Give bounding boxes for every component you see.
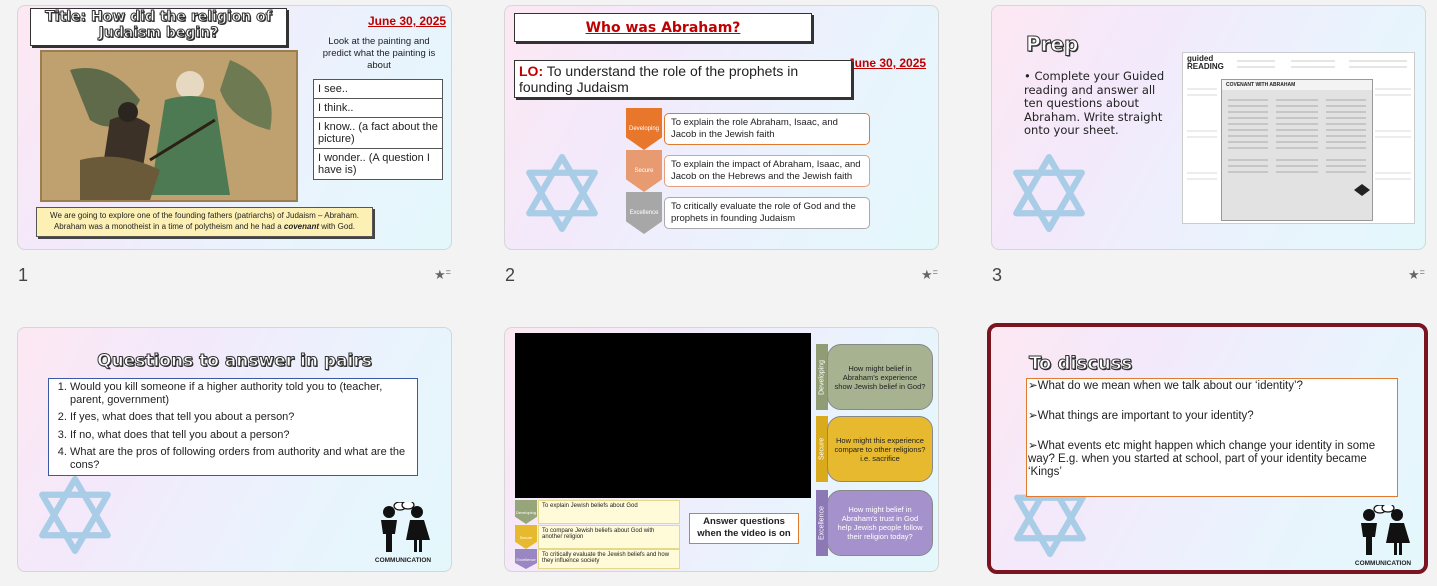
animation-star-icon[interactable]: ★= [1408, 267, 1425, 282]
discussion-prompt: ➢What events etc might happen which chan… [1028, 440, 1376, 478]
slide-thumbnail-1[interactable]: Title: How did the religion of Judaism b… [17, 5, 452, 250]
badge-label: COMMUNICATION [374, 557, 432, 564]
slide-title: Questions to answer in pairs [97, 351, 373, 372]
animation-star-icon[interactable]: ★= [921, 267, 938, 282]
outcome-text: To explain the role Abraham, Isaac, and … [664, 112, 870, 146]
worksheet-thumbnail: guided READING COVENANT WITH ABRAHAM [1182, 52, 1415, 224]
worksheet-brand: guided READING [1187, 54, 1224, 71]
question-excellence: How might belief in Abraham's trust in G… [827, 490, 933, 556]
slide-thumbnail-3[interactable]: Prep • Complete your Guided reading and … [991, 5, 1426, 250]
instruction-box: Answer questions when the video is on [689, 513, 799, 544]
level-chevron: Excellence [626, 192, 662, 234]
objective-text: To critically evaluate the Jewish belief… [538, 549, 680, 569]
slide-thumbnail-6[interactable]: To discuss ➢What do we mean when we talk… [987, 323, 1428, 574]
objective-text: To explain Jewish beliefs about God [538, 500, 680, 524]
question-item: What are the pros of following orders fr… [70, 446, 416, 472]
star-of-david-icon [523, 154, 601, 232]
outcome-secure: Secure To explain the impact of Abraham,… [626, 150, 870, 192]
question-item: If no, what does that tell you about a p… [70, 429, 416, 442]
communication-icon: COMMUNICATION [367, 500, 439, 564]
video-player[interactable] [515, 333, 811, 498]
communication-icon: COMMUNICATION [1347, 503, 1419, 567]
question-item: If yes, what does that tell you about a … [70, 411, 416, 424]
prep-bullet: • Complete your Guided reading and answe… [1024, 69, 1165, 137]
outcome-text: To explain the impact of Abraham, Isaac,… [664, 154, 870, 188]
slide-number: 1 [18, 265, 29, 285]
slide-thumbnail-2[interactable]: Who was Abraham? June 30, 2025 LO: To un… [504, 5, 939, 250]
stem-row: I know.. (a fact about the picture) [314, 118, 442, 149]
painting-prompt: Look at the painting and predict what th… [322, 36, 436, 71]
star-of-david-icon [36, 476, 114, 554]
slide-date: June 30, 2025 [368, 14, 447, 28]
slide-title: Prep [1025, 32, 1079, 57]
outcome-developing: Developing To explain the role Abraham, … [626, 108, 870, 150]
slide-number: 2 [505, 265, 516, 285]
slide-thumbnail-5[interactable]: Developing To explain Jewish beliefs abo… [504, 327, 939, 572]
slide-title: Who was Abraham? [514, 13, 812, 42]
slide-title: To discuss [1028, 353, 1133, 375]
stem-row: I wonder.. (A question I have is) [318, 152, 430, 176]
caption-box: We are going to explore one of the found… [36, 207, 373, 237]
outcome-text: To critically evaluate the role of God a… [664, 196, 870, 230]
animation-star-icon[interactable]: ★= [434, 267, 451, 282]
slide-title: Title: How did the religion of Judaism b… [30, 8, 287, 46]
questions-box: Would you kill someone if a higher autho… [48, 378, 418, 476]
discussion-prompt: ➢What do we mean when we talk about our … [1028, 380, 1303, 392]
slide-thumbnail-4[interactable]: Questions to answer in pairs Would you k… [17, 327, 452, 572]
level-chevron: Developing [626, 108, 662, 150]
question-secure: How might this experience compare to oth… [827, 416, 933, 482]
star-of-david-icon [1010, 154, 1088, 232]
badge-label: COMMUNICATION [1354, 560, 1412, 567]
level-chevron: Secure [626, 150, 662, 192]
painting [38, 48, 300, 204]
question-developing: How might belief in Abraham's experience… [827, 344, 933, 410]
discussion-box: ➢What do we mean when we talk about our … [1026, 378, 1398, 497]
sentence-stems-table: I see.. I think.. I know.. (a fact about… [313, 79, 443, 180]
learning-objective: LO: To understand the role of the prophe… [514, 60, 852, 98]
stem-row: I see.. [314, 80, 442, 99]
slide-date: June 30, 2025 [848, 56, 927, 70]
outcome-excellence: Excellence To critically evaluate the ro… [626, 192, 870, 234]
discussion-prompt: ➢What things are important to your ident… [1028, 410, 1254, 422]
question-item: Would you kill someone if a higher autho… [70, 381, 416, 407]
worksheet-body: COVENANT WITH ABRAHAM [1221, 79, 1373, 221]
objective-secure: Secure To compare Jewish beliefs about G… [515, 525, 680, 549]
stem-row: I think.. [314, 99, 442, 118]
objective-developing: Developing To explain Jewish beliefs abo… [515, 500, 680, 524]
objective-text: To compare Jewish beliefs about God with… [538, 525, 680, 549]
worksheet-heading: COVENANT WITH ABRAHAM [1222, 80, 1372, 90]
slide-number: 3 [992, 265, 1003, 285]
objective-excellence: Excellence To critically evaluate the Je… [515, 549, 680, 569]
